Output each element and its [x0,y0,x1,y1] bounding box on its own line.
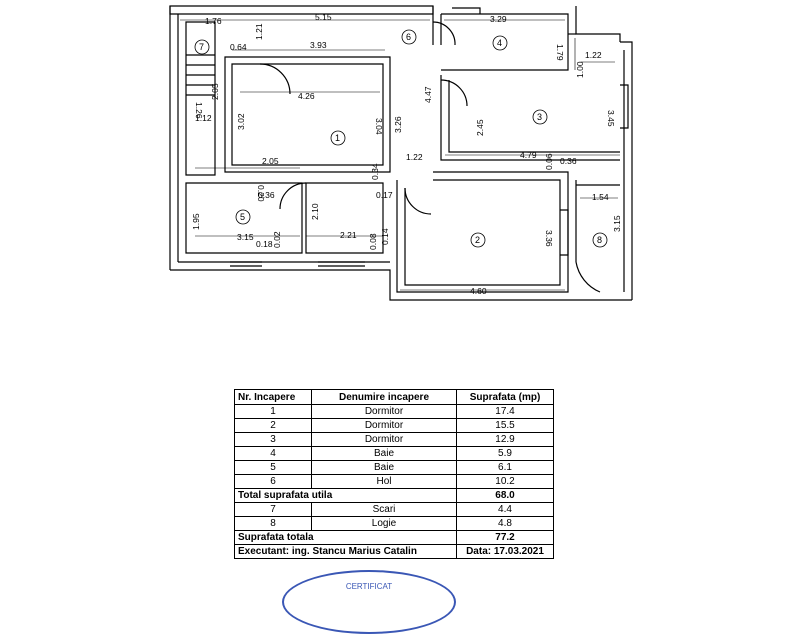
header-suprafata: Suprafata (mp) [456,389,554,405]
cell-name: Hol [311,474,457,489]
total-util-label: Total suprafata utila [234,488,457,503]
dim-3-15-v: 3.15 [612,215,622,232]
date: Data: 17.03.2021 [456,544,554,559]
dim-0-36-left: 0.36 [258,190,275,200]
total-label: Suprafata totala [234,530,457,545]
cell-area: 12.9 [456,432,554,447]
room-number-1: 1 [335,133,340,143]
dim-1-79: 1.79 [555,44,565,61]
dim-1-12: 1.12 [195,113,212,123]
room-number-3: 3 [537,112,542,122]
cell-name: Dormitor [311,404,457,419]
dim-1-76: 1.76 [205,16,222,26]
cell-nr: 5 [234,460,312,475]
dim-1-00: 1.00 [575,61,585,78]
dim-3-04: 3.04 [374,118,384,135]
room-number-4: 4 [497,38,502,48]
cell-nr: 7 [234,502,312,517]
cell-name: Dormitor [311,418,457,433]
room-number-2: 2 [475,235,480,245]
table-header-row: Nr. Incapere Denumire incapere Suprafata… [234,389,554,405]
dim-2-10: 2.10 [310,203,320,220]
dim-0-20: 0.20 [256,185,266,202]
dim-0-17: 0.17 [376,190,393,200]
dim-4-60: 4.60 [470,286,487,296]
cell-name: Logie [311,516,457,531]
executant-row: Executant: ing. Stancu Marius Catalin Da… [234,544,554,559]
executant: Executant: ing. Stancu Marius Catalin [234,544,457,559]
dim-3-02: 3.02 [236,113,246,130]
dim-0-36-right: 0.36 [560,156,577,166]
total-value: 77.2 [456,530,554,545]
stamp-text: CERTIFICAT [345,582,393,591]
cell-name: Baie [311,446,457,461]
floor-plan: 1.76 5.15 3.29 0.64 1.21 3.93 1.79 1.22 … [169,5,633,301]
dim-2-21: 2.21 [340,230,357,240]
total-util-value: 68.0 [456,488,554,503]
dim-2-45: 2.45 [475,119,485,136]
dim-1-22-top: 1.22 [585,50,602,60]
cell-area: 4.4 [456,502,554,517]
cell-area: 17.4 [456,404,554,419]
dim-1-95: 1.95 [191,213,201,230]
certificate-stamp: CERTIFICAT [282,570,456,634]
dim-3-36: 3.36 [544,230,554,247]
dim-0-18: 0.18 [256,239,273,249]
dim-0-64: 0.64 [230,42,247,52]
dim-4-79: 4.79 [520,150,537,160]
dim-4-26: 4.26 [298,91,315,101]
cell-nr: 1 [234,404,312,419]
room-number-6: 6 [406,32,411,42]
dim-0-02: 0.02 [272,231,282,248]
dim-3-15-h: 3.15 [237,232,254,242]
cell-name: Dormitor [311,432,457,447]
dim-1-26: 1.26 [194,102,204,119]
cell-area: 6.1 [456,460,554,475]
dim-5-15: 5.15 [315,12,332,22]
dim-1-21: 1.21 [254,23,264,40]
room-number-5: 5 [240,212,245,222]
room-number-7: 7 [199,42,204,52]
cell-nr: 8 [234,516,312,531]
rooms-table: Nr. Incapere Denumire incapere Suprafata… [234,389,554,559]
header-denumire: Denumire incapere [311,389,457,405]
cell-nr: 4 [234,446,312,461]
cell-nr: 3 [234,432,312,447]
dim-0-08: 0.08 [368,233,378,250]
dim-3-93: 3.93 [310,40,327,50]
cell-name: Baie [311,460,457,475]
dim-0-34: 0.34 [370,163,380,180]
cell-nr: 2 [234,418,312,433]
dim-3-29: 3.29 [490,14,507,24]
cell-nr: 6 [234,474,312,489]
cell-area: 4.8 [456,516,554,531]
dim-1-22-mid: 1.22 [406,152,423,162]
dim-2-05-v: 2.05 [210,83,220,100]
cell-name: Scari [311,502,457,517]
total-row: Suprafata totala 77.2 [234,530,554,545]
dim-0-14: 0.14 [380,228,390,245]
dim-3-45: 3.45 [606,110,616,127]
room-number-8: 8 [597,235,602,245]
total-util-row: Total suprafata utila 68.0 [234,488,554,503]
cell-area: 10.2 [456,474,554,489]
dim-2-05-h: 2.05 [262,156,279,166]
dim-4-47: 4.47 [423,86,433,103]
header-nr: Nr. Incapere [234,389,312,405]
dim-0-06: 0.06 [544,153,554,170]
dim-1-54: 1.54 [592,192,609,202]
cell-area: 5.9 [456,446,554,461]
cell-area: 15.5 [456,418,554,433]
dim-3-26: 3.26 [393,116,403,133]
